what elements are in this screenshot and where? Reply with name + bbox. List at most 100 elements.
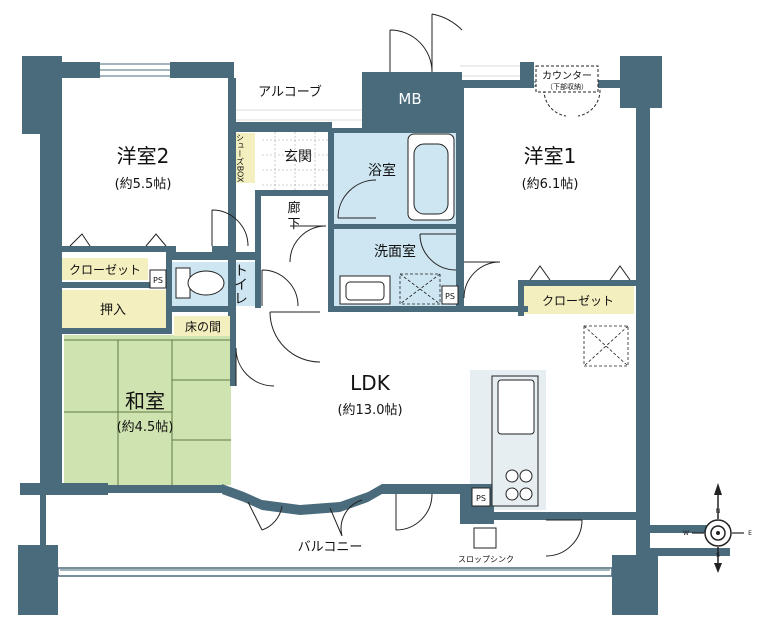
kitchen-sink (497, 379, 535, 435)
compass: N S W E (683, 483, 752, 573)
oshiire-label: 押入 (100, 303, 126, 318)
floor-ldk (232, 310, 636, 490)
wall-w2-bottom (62, 246, 176, 252)
floor-closet-right (522, 286, 634, 314)
counter-box (535, 65, 599, 93)
balcony-left-edge (40, 495, 46, 545)
wall-bath-right (456, 88, 464, 310)
compass-e: E (748, 530, 752, 537)
stove-3 (505, 487, 519, 501)
fixtures (175, 133, 539, 549)
floor-western2 (62, 78, 237, 246)
counter-label: カウンター (542, 70, 592, 82)
wall-top-mid (236, 122, 332, 132)
ps-labels: PS PS PS (153, 276, 486, 503)
wall-bath-top (328, 128, 462, 133)
wall-w1-left-lower (456, 258, 464, 312)
door-ldk (269, 311, 321, 363)
room-name-western1: 洋室1 (524, 144, 577, 168)
doors (69, 13, 631, 557)
bathtub-inner (413, 143, 449, 215)
shoebox-label: シューズBOX (236, 134, 245, 183)
compass-s: S (716, 552, 720, 559)
ps-label-3: PS (476, 494, 486, 503)
counter-note-label: （下部収納） (546, 82, 588, 91)
door-closet-r1 (529, 265, 551, 281)
door-entry (389, 29, 433, 73)
ps-boxes (149, 269, 491, 507)
wall-oshiire-bottom (62, 328, 172, 334)
entrance-tiles (262, 132, 328, 190)
wall-bath-bottom (333, 224, 457, 229)
slop-sink-label: スロップシンク (458, 555, 514, 564)
compass-center (716, 531, 720, 535)
outdoor-labels: バルコニー スロップシンク (298, 540, 514, 564)
hatch-marks (399, 273, 629, 367)
storage-labels: クローゼット 押入 床の間 シューズBOX クローゼット カウンター （下部収納… (69, 70, 614, 334)
wall-closet-right-left (518, 280, 524, 316)
tatami-grid (64, 339, 231, 485)
wall-tatami-right (230, 312, 236, 386)
compass-w: W (683, 530, 689, 537)
floor-oshiire (62, 290, 166, 328)
room-name-entrance: 玄関 (284, 148, 312, 165)
door-wash (419, 233, 457, 271)
mb-wall (362, 72, 462, 128)
wall-hall-left (255, 190, 261, 308)
door-entry-b (431, 13, 463, 72)
wall-top-w1 (460, 80, 532, 88)
wall-closet-left-bottom (62, 282, 166, 288)
room-name-alcove: アルコーブ (258, 84, 322, 100)
room-size-western1: (約6.1帖) (522, 177, 579, 192)
wall-wash-bottom (328, 306, 528, 312)
room-size-japanese: (約4.5帖) (117, 420, 174, 435)
door-hall (289, 225, 327, 263)
floor-fills (62, 78, 636, 510)
door-w1 (463, 261, 501, 299)
room-name-bath: 浴室 (368, 162, 396, 179)
door-w2 (211, 209, 249, 247)
walls (18, 56, 730, 615)
stove-2 (519, 469, 533, 483)
door-closet-r2 (609, 265, 631, 281)
door-bay-2 (329, 499, 363, 537)
wall-bay (222, 484, 382, 515)
column-bottom-left (18, 545, 58, 615)
floor-tokonoma (174, 316, 232, 336)
compass-south-arrow (714, 563, 722, 573)
wall-top-w1b (598, 80, 636, 88)
floor-shoebox (235, 133, 255, 183)
wall-toilet-bottom (172, 306, 234, 312)
wall-left (40, 78, 62, 490)
door-toilet (261, 269, 299, 307)
wall-closet-right-top (518, 280, 636, 286)
wall-bottom-mid (108, 485, 222, 493)
ps-label-2: PS (445, 292, 455, 301)
wall-top-counter (520, 62, 534, 88)
door-balcony (395, 493, 433, 531)
room-size-western2: (約5.5帖) (115, 177, 172, 192)
wall-bottom-left (20, 483, 108, 495)
room-name-western2: 洋室2 (117, 144, 170, 168)
stove-1 (505, 469, 519, 483)
toilet-bowl (187, 270, 225, 296)
room-name-hallway-2: 下 (287, 217, 300, 232)
room-size-ldk: (約13.0帖) (337, 403, 402, 418)
wall-top-w2 (62, 62, 100, 78)
compass-north-arrow (714, 483, 722, 495)
wall-w2-bottom-b (212, 246, 236, 252)
closet-left-label: クローゼット (69, 263, 141, 277)
ps-label-1: PS (153, 276, 163, 285)
door-tatami (235, 347, 275, 387)
wall-bottom-right (382, 484, 470, 494)
slop-sink (473, 527, 497, 549)
wall-top-w2b (170, 62, 234, 78)
alcove-band (236, 65, 520, 121)
sink-inner (345, 281, 385, 301)
column-bottom-right (612, 555, 658, 615)
room-name-washroom: 洗面室 (374, 243, 416, 260)
stove-4 (519, 487, 533, 501)
wall-toilet-top (172, 252, 258, 260)
floor-closet-left (62, 258, 148, 280)
